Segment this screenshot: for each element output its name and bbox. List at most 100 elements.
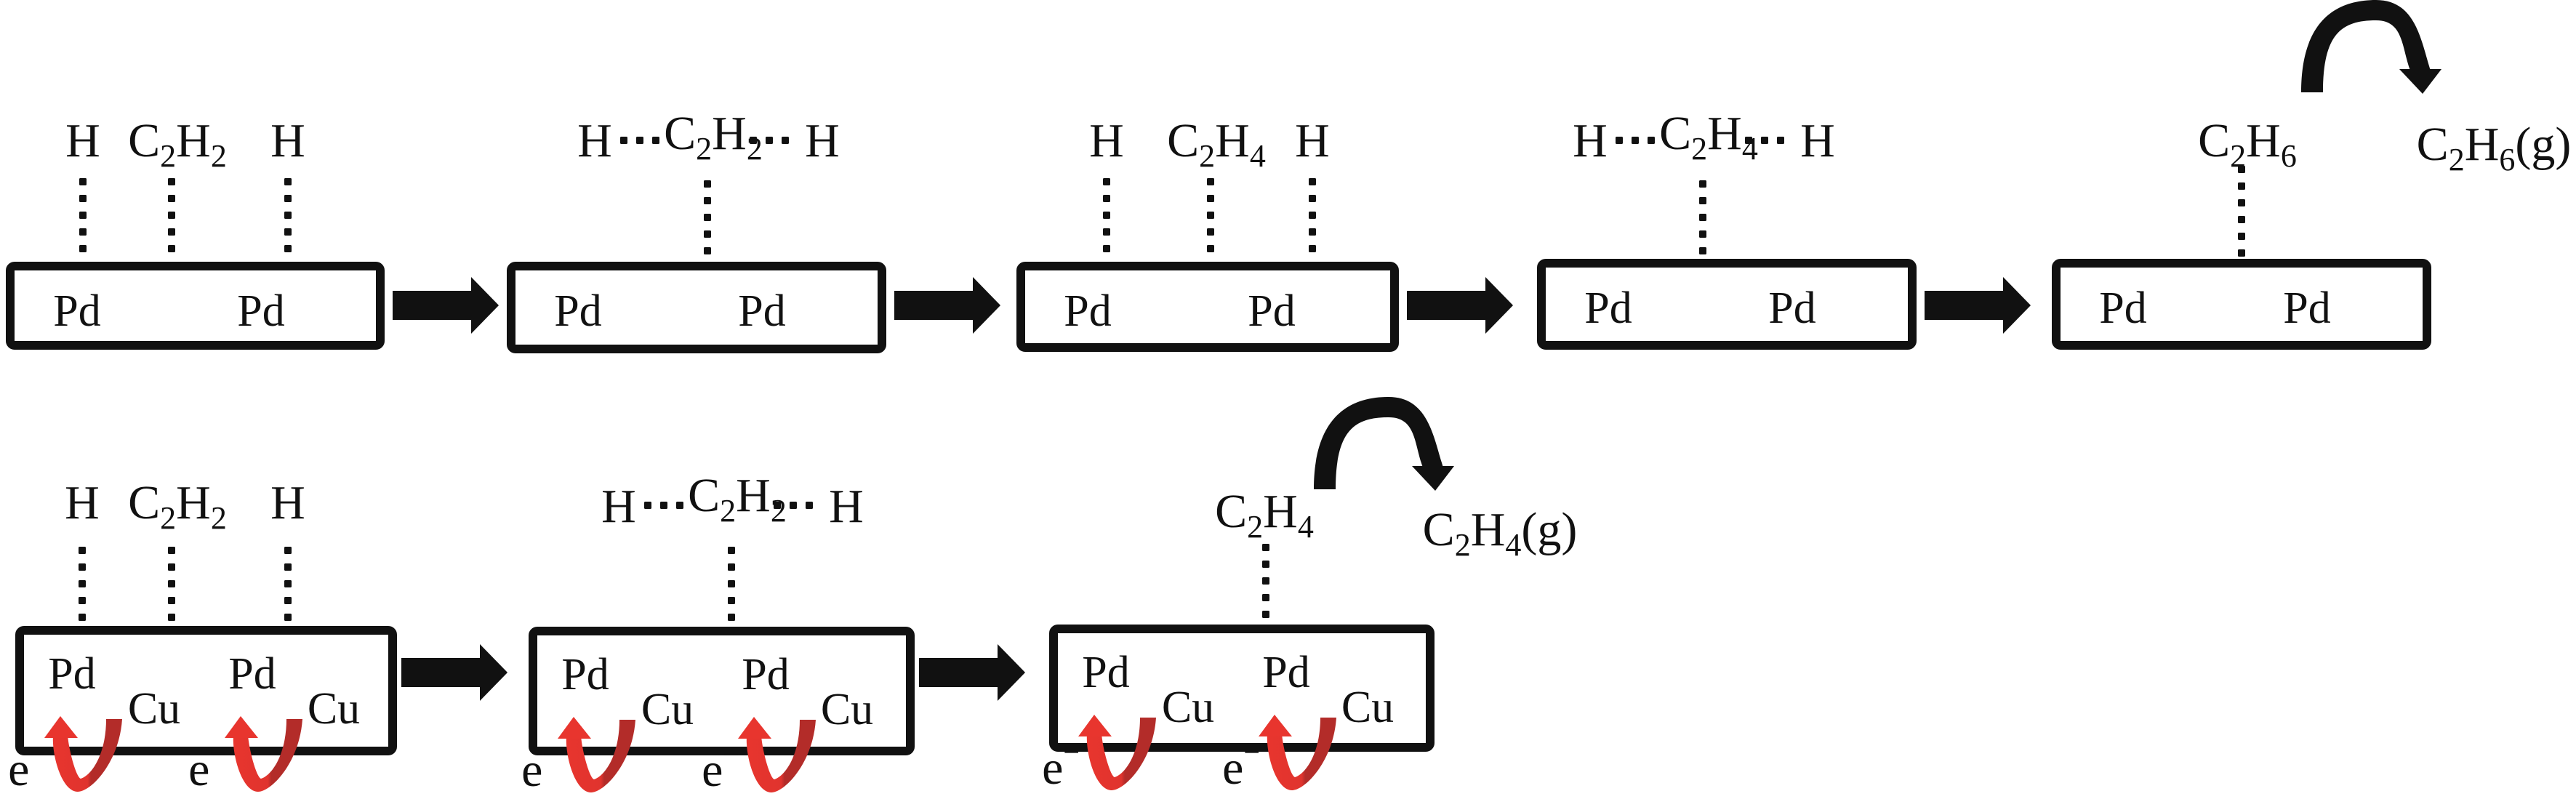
desorption-arrow-c2h6 [2301, 0, 2441, 94]
bond-dot [1103, 212, 1110, 219]
bond-dot [79, 212, 87, 219]
interaction-dotted [620, 137, 659, 144]
surface-atom-cu: Cu [641, 685, 694, 734]
surface-atom-pd: Pd [1248, 286, 1295, 336]
bond-dot [728, 597, 735, 604]
surface-atom-cu: Cu [1341, 683, 1394, 732]
surface-atom-cu: Cu [128, 684, 180, 734]
bond-dot [1632, 137, 1639, 144]
adsorption-bond-dotted [168, 547, 175, 621]
adsorbate-c2h4: C2H4 [1215, 485, 1314, 545]
arrowhead-down-icon [1412, 466, 1454, 491]
adsorption-bond-dotted [1207, 178, 1214, 252]
bond-dot [79, 580, 86, 587]
surface-atom-pd: Pd [237, 286, 284, 336]
bond-dot [79, 178, 87, 185]
bond-dot [1262, 577, 1269, 585]
reaction-step-arrow [1925, 277, 2031, 334]
bond-dot [1309, 228, 1316, 236]
adsorption-bond-dotted [284, 178, 292, 252]
bond-dot [1207, 245, 1214, 252]
electron-transfer-arrow [738, 717, 816, 792]
bond-dot [1699, 247, 1706, 254]
bond-dot [1648, 137, 1655, 144]
bond-dot [284, 178, 292, 185]
desorption-arch [1314, 397, 1443, 489]
bond-dot [2238, 182, 2245, 190]
surface-atom-pd: Pd [561, 650, 609, 699]
adsorbate-c2h2: C2H2 [128, 114, 227, 174]
surface-atom-pd: Pd [53, 286, 100, 336]
bond-dot [1262, 561, 1269, 568]
bond-dot [284, 597, 292, 604]
surface-atom-cu: Cu [821, 685, 873, 734]
bond-dot [168, 245, 175, 252]
adsorbate-c2h2: C2H2 [128, 476, 227, 536]
surface-atom-pd: Pd [554, 286, 601, 336]
bond-dot [806, 502, 813, 509]
bond-dot [1616, 137, 1623, 144]
bond-dot [1103, 245, 1110, 252]
adsorption-bond-dotted [79, 547, 86, 621]
electron-transfer-arrow [1078, 715, 1156, 790]
bond-dot [168, 178, 175, 185]
bond-dot [704, 247, 711, 254]
electron-transfer-arc [566, 720, 635, 792]
bond-dot [774, 502, 781, 509]
pd-surface-slab [507, 262, 886, 353]
adsorption-bond-dotted [728, 547, 735, 621]
bond-dot [2238, 249, 2245, 257]
bond-dot [1745, 137, 1752, 144]
adsorbate-h: H [270, 114, 305, 167]
interaction-dotted [1616, 137, 1655, 144]
adsorbate-h: H [601, 480, 636, 533]
bond-dot [676, 502, 683, 509]
adsorbate-c2h4: C2H4 [1659, 107, 1758, 166]
bond-dot [1699, 180, 1706, 188]
bond-dot [704, 214, 711, 221]
adsorbate-h: H [805, 114, 840, 167]
bond-dot [1309, 195, 1316, 202]
bond-dot [79, 563, 86, 571]
bond-dot [168, 563, 175, 571]
adsorbate-h: H [1089, 114, 1124, 167]
surface-atom-pd: Pd [228, 649, 276, 699]
surface-atom-pd: Pd [1584, 284, 1632, 333]
surface-atom-pd: Pd [2099, 284, 2146, 333]
adsorption-bond-dotted [704, 180, 711, 254]
electron-transfer-arc [1267, 718, 1336, 790]
interaction-dotted [750, 137, 789, 144]
electron-transfer-arrow [558, 717, 635, 792]
bond-dot [728, 614, 735, 621]
bond-dot [704, 180, 711, 188]
adsorption-bond-dotted [1699, 180, 1706, 254]
surface-atom-pd: Pd [1082, 648, 1129, 697]
bond-dot [1103, 195, 1110, 202]
bond-dot [284, 614, 292, 621]
bond-dot [750, 137, 757, 144]
bond-dot [1262, 544, 1269, 551]
bond-dot [168, 597, 175, 604]
bond-dot [284, 245, 292, 252]
bond-dot [1699, 197, 1706, 204]
bond-dot [284, 580, 292, 587]
arrowhead-up-icon [44, 716, 78, 738]
bond-dot [1207, 195, 1214, 202]
arrowhead-up-icon [1078, 715, 1112, 736]
bond-dot [704, 230, 711, 238]
bond-dot [1761, 137, 1768, 144]
bond-dot [79, 245, 87, 252]
bond-dot [790, 502, 797, 509]
bond-dot [2238, 233, 2245, 240]
bond-dot [1777, 137, 1784, 144]
bond-dot [1103, 228, 1110, 236]
bond-dot [1262, 594, 1269, 601]
reaction-step-arrow [401, 644, 507, 701]
adsorption-bond-dotted [1103, 178, 1110, 252]
